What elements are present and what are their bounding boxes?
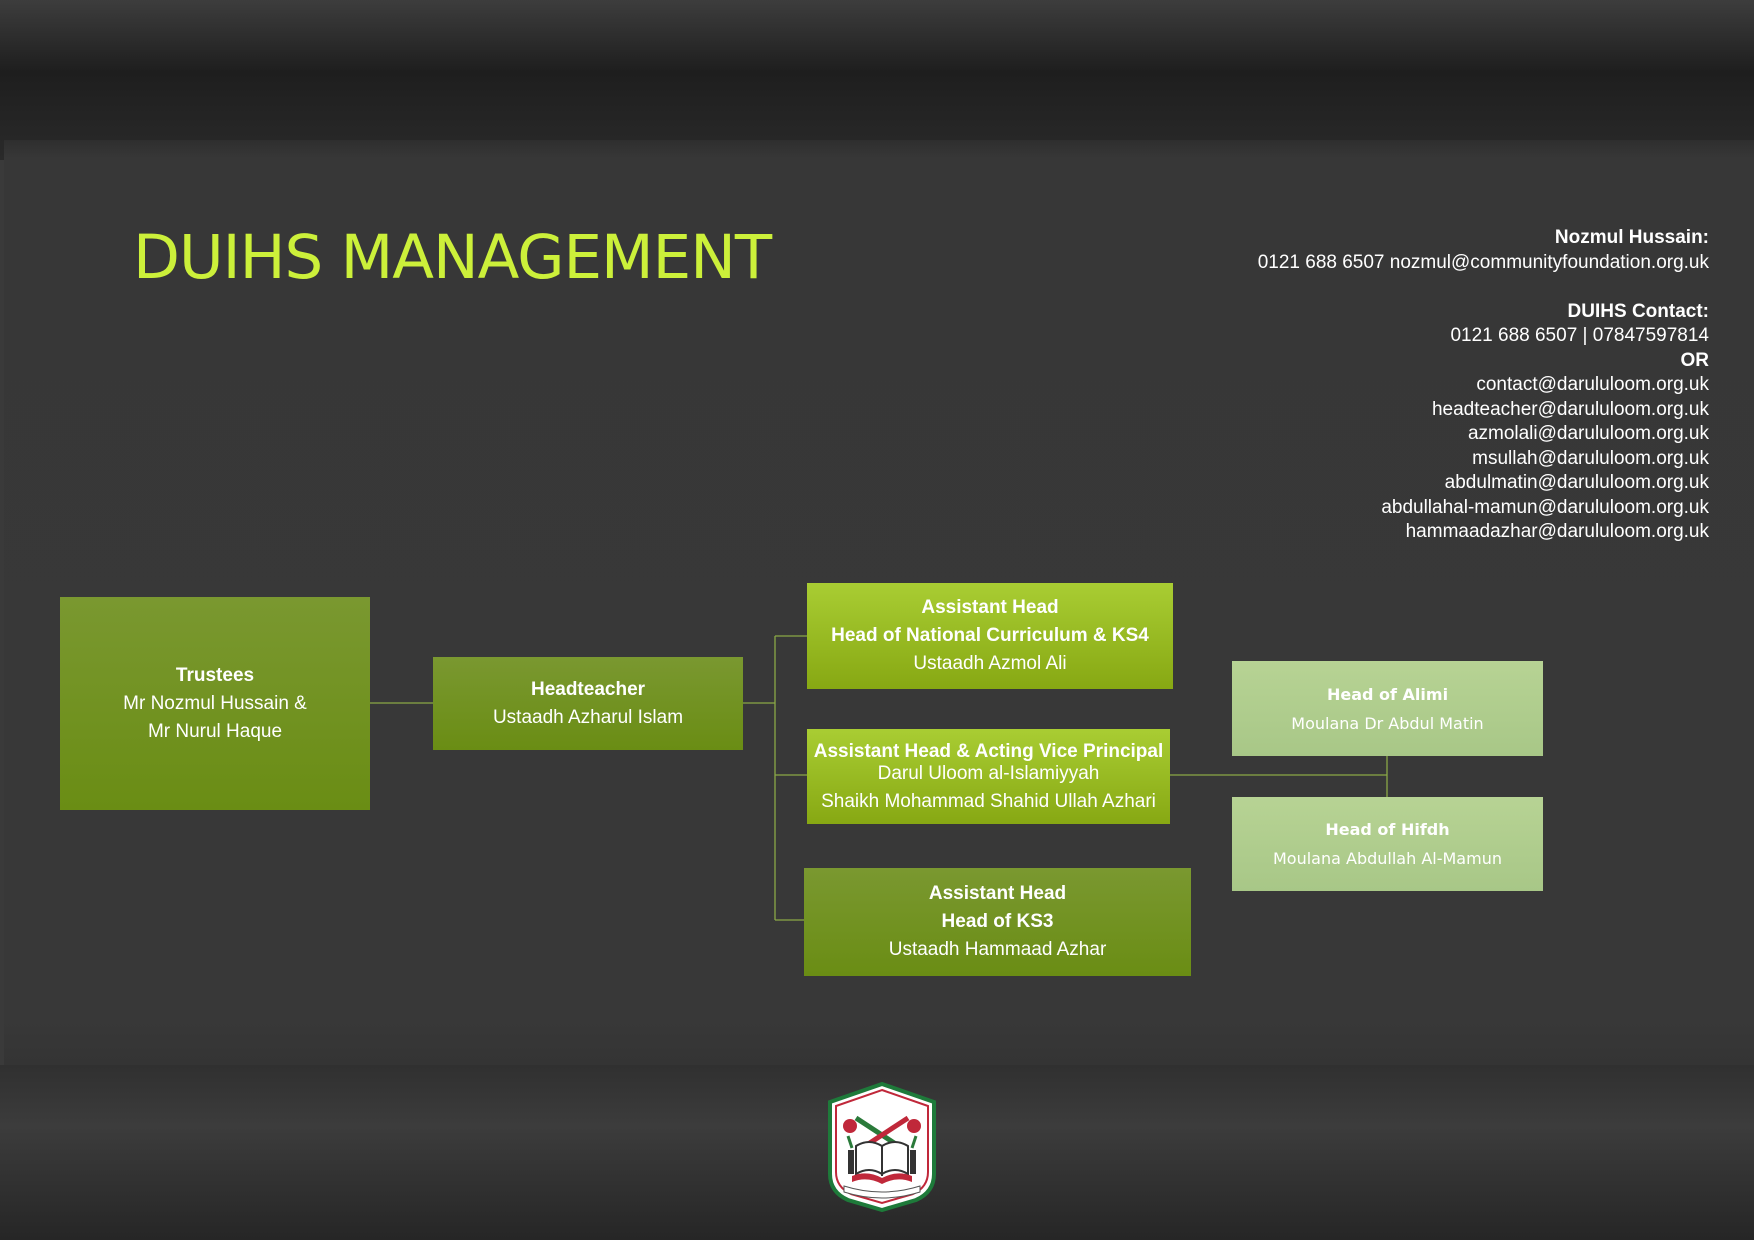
ks3-role: Assistant Head [928,883,1067,904]
org-box-assistant-head-ks4: Assistant Head Head of National Curricul… [807,583,1173,689]
contact-block: Nozmul Hussain: 0121 688 6507 nozmul@com… [1258,226,1709,545]
org-box-head-of-hifdh: Head of Hifdh Moulana Abdullah Al-Mamun [1232,797,1543,891]
header-band [0,0,1754,160]
hifdh-name: Moulana Abdullah Al-Mamun [1273,849,1502,868]
org-box-head-of-alimi: Head of Alimi Moulana Dr Abdul Matin [1232,661,1543,756]
alimi-name: Moulana Dr Abdul Matin [1291,713,1484,733]
trustees-role: Trustees [175,664,255,686]
contact-email: msullah@darululoom.org.uk [1472,447,1709,469]
vp-org: Darul Uloom al-Islamiyyah [877,762,1100,784]
contact-email: hammaadazhar@darululoom.org.uk [1405,521,1709,542]
org-box-headteacher: Headteacher Ustaadh Azharul Islam [433,657,743,750]
vp-role: Assistant Head & Acting Vice Principal [813,740,1164,762]
contact-email: abdullahal-mamun@darululoom.org.uk [1381,496,1709,518]
org-box-assistant-head-vp: Assistant Head & Acting Vice Principal D… [807,729,1170,824]
contact-email: azmolali@darululoom.org.uk [1467,423,1709,444]
contact-phones: 0121 688 6507 | 07847597814 [1450,325,1709,346]
contact-email: headteacher@darululoom.org.uk [1431,398,1709,420]
hifdh-role: Head of Hifdh [1325,820,1450,839]
contact-nozmul-label: Nozmul Hussain: [1554,227,1709,248]
headteacher-role: Headteacher [530,678,646,700]
alimi-role: Head of Alimi [1326,684,1449,704]
ks4-role2: Head of National Curriculum & KS4 [831,625,1149,646]
contact-duihs-label: DUIHS Contact: [1567,300,1709,322]
school-crest-icon [828,1082,936,1212]
ks3-role2: Head of KS3 [941,911,1054,932]
contact-email: abdulmatin@darululoom.org.uk [1444,472,1709,493]
page-title: DUIHS MANAGEMENT [133,222,772,293]
trustees-line2: Mr Nurul Haque [147,720,283,742]
org-box-assistant-head-ks3: Assistant Head Head of KS3 Ustaadh Hamma… [804,868,1191,976]
headteacher-name: Ustaadh Azharul Islam [492,706,684,728]
org-box-trustees: Trustees Mr Nozmul Hussain & Mr Nurul Ha… [60,597,370,810]
contact-email: contact@darululoom.org.uk [1476,374,1709,395]
vp-name: Shaikh Mohammad Shahid Ullah Azhari [821,790,1156,812]
ks4-role: Assistant Head [921,597,1059,618]
ks3-name: Ustaadh Hammaad Azhar [888,939,1107,960]
ks4-name: Ustaadh Azmol Ali [913,653,1067,674]
contact-or: OR [1680,349,1710,371]
contact-nozmul-line: 0121 688 6507 nozmul@communityfoundation… [1257,251,1709,273]
trustees-line1: Mr Nozmul Hussain & [123,692,307,714]
